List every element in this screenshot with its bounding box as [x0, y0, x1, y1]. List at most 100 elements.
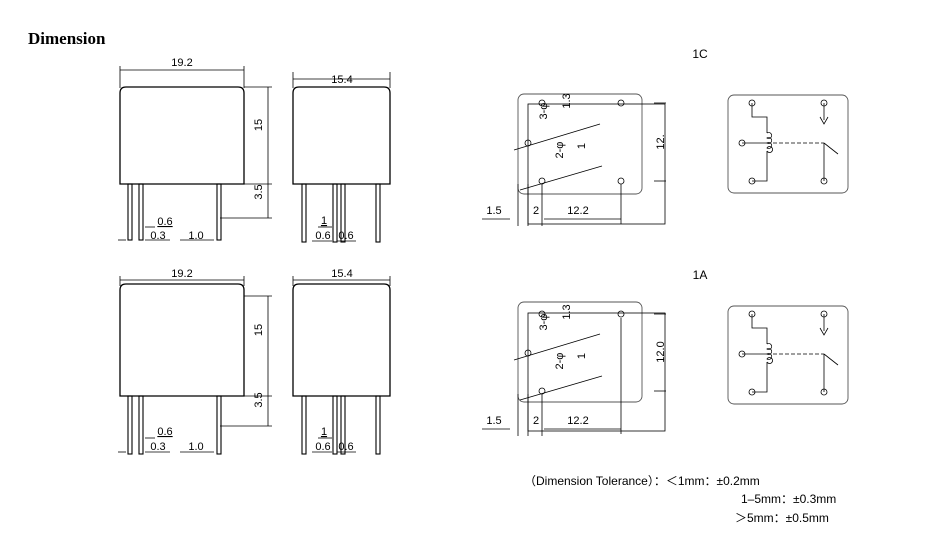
wire	[752, 362, 768, 393]
pcb-outline	[517, 301, 643, 403]
page-title: Dimension	[28, 29, 106, 48]
dim-1: 1	[576, 353, 588, 359]
pin-hole	[617, 99, 625, 107]
side-view-top: 19.2 15 3.5 0.6 0.3 1.0	[118, 57, 272, 242]
relay-body	[119, 86, 245, 185]
dim-height: 15	[253, 119, 265, 131]
tolerance-line-3: ＞5mm：±0.5mm	[735, 511, 829, 525]
terminal	[738, 139, 746, 147]
dim-1-5: 1.5	[486, 205, 501, 217]
dim-pin-spacing: 1.0	[188, 230, 203, 242]
dim-pin-length: 3.5	[253, 184, 265, 199]
pin	[127, 183, 133, 241]
dim-width: 19.2	[171, 57, 192, 69]
relay-end-body	[292, 283, 391, 397]
leader-line	[519, 165, 603, 191]
end-view-bottom: 15.4 1 0.6 0.6	[292, 268, 391, 455]
relay-body	[119, 283, 245, 397]
pcb-layout-1a: 1A 1.3 3-φ 2-φ 1 12.0 1.5 2 12.2	[482, 268, 707, 436]
label-1c: 1C	[692, 47, 708, 61]
dim-height: 15	[253, 324, 265, 336]
pin	[216, 183, 222, 241]
pin	[138, 183, 144, 241]
terminal	[820, 388, 828, 396]
dim-1: 1	[576, 143, 588, 149]
dim-pin-spacing: 1.0	[188, 441, 203, 453]
dim-pin-w2: 0.6	[338, 441, 353, 453]
pin-hole	[617, 310, 625, 318]
terminal	[820, 99, 828, 107]
terminal	[738, 350, 746, 358]
pin-hole	[617, 177, 625, 185]
pin-hole	[538, 310, 546, 318]
end-view-top: 15.4 1 0.6 0.6	[292, 72, 391, 243]
dim-end-width: 15.4	[331, 268, 352, 280]
dim-2-phi: 2-φ	[554, 142, 566, 159]
no-arrow-icon	[819, 327, 829, 336]
dim-pin-w2: 0.6	[338, 230, 353, 242]
schematic-1a	[727, 305, 849, 405]
pin-hole	[538, 99, 546, 107]
dim-pin-thickness: 0.3	[150, 441, 165, 453]
dim-2: 2	[533, 205, 539, 217]
terminal	[748, 99, 756, 107]
dim-3-phi: 3-φ	[538, 314, 550, 331]
dim-12-2: 12.2	[567, 205, 588, 217]
dim-width: 19.2	[171, 268, 192, 280]
wire	[751, 103, 768, 133]
pin	[375, 183, 381, 243]
dim-pin-width: 0.6	[157, 216, 172, 228]
tolerance-note: （Dimension Tolerance）：＜1mm：±0.2mm 1–5mm：…	[524, 474, 836, 525]
dim-12-2: 12.2	[567, 415, 588, 427]
relay-end-body	[292, 86, 391, 185]
side-view-bottom: 19.2 15 3.5 0.6 0.3 1.0	[118, 268, 272, 455]
pin	[375, 395, 381, 455]
pcb-outline-offset	[527, 103, 666, 225]
dim-pin-gap: 1	[321, 215, 327, 227]
pin	[340, 395, 346, 455]
schematic-frame	[727, 94, 849, 194]
dim-pin-w1: 0.6	[315, 441, 330, 453]
dim-pin-thickness: 0.3	[150, 230, 165, 242]
terminal	[820, 177, 828, 185]
pin	[301, 395, 307, 455]
nc-arrow-icon	[819, 116, 829, 125]
terminal	[748, 310, 756, 318]
dim-end-width: 15.4	[331, 74, 352, 86]
dim-pin-gap: 1	[321, 426, 327, 438]
leader-line	[519, 375, 603, 401]
dim-1-3: 1.3	[561, 304, 573, 319]
wire	[751, 314, 768, 344]
leader-line	[513, 123, 601, 151]
pin	[332, 183, 338, 243]
dim-12: 12.0	[655, 341, 667, 362]
dim-1-3: 1.3	[561, 93, 573, 108]
pcb-outline-offset	[527, 312, 666, 432]
switch-blade	[823, 142, 839, 155]
pcb-outline	[517, 93, 643, 195]
wire	[752, 151, 768, 182]
dim-2: 2	[533, 415, 539, 427]
pin	[216, 395, 222, 455]
pin	[127, 395, 133, 455]
dim-1-5: 1.5	[486, 415, 501, 427]
switch-blade	[823, 353, 839, 366]
pin	[301, 183, 307, 243]
tolerance-line-1: （Dimension Tolerance）：＜1mm：±0.2mm	[524, 474, 760, 488]
terminal	[748, 388, 756, 396]
dim-12: 12.	[655, 134, 667, 149]
dim-pin-length: 3.5	[253, 392, 265, 407]
terminal	[748, 177, 756, 185]
pcb-layout-1c: 1C 1.3 3-φ 2-φ 1 12. 1.5 2 12.2	[482, 47, 708, 226]
dim-pin-w1: 0.6	[315, 230, 330, 242]
leader-line	[513, 333, 601, 361]
schematic-1c	[727, 94, 849, 194]
tolerance-line-2: 1–5mm：±0.3mm	[741, 492, 836, 506]
dim-pin-width: 0.6	[157, 426, 172, 438]
terminal	[820, 310, 828, 318]
pin	[332, 395, 338, 455]
pin	[340, 183, 346, 243]
coil-icon	[766, 132, 773, 153]
pin	[138, 395, 144, 455]
